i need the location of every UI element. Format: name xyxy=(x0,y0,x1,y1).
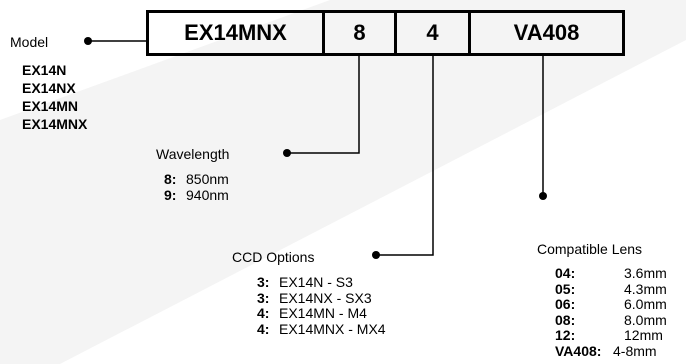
code-box-wavelength: 8 xyxy=(322,10,397,56)
lens-option: 04: 3.6mm xyxy=(555,265,667,282)
option-code: 4: xyxy=(257,320,270,337)
option-value: 4-8mm xyxy=(613,342,657,359)
option-value: EX14MN - M4 xyxy=(279,305,367,321)
option-code: 08: xyxy=(555,311,576,328)
wavelength-option: 8: 850nm xyxy=(164,171,229,188)
model-dot xyxy=(84,37,92,45)
option-value: 12mm xyxy=(624,327,663,343)
wavelength-dot xyxy=(283,149,291,157)
ccd-label: CCD Options xyxy=(232,249,315,265)
ccd-option: 4: EX14MN - M4 xyxy=(257,305,386,322)
ccd-connector xyxy=(376,56,434,256)
option-code: 05: xyxy=(555,280,576,297)
option-code: 4: xyxy=(257,305,270,321)
wavelength-option: 9: 940nm xyxy=(164,186,229,204)
ccd-option: 4: EX14MNX - MX4 xyxy=(257,320,386,338)
wavelength-connector xyxy=(287,56,360,154)
option-code: 8: xyxy=(164,171,177,187)
option-value: 940nm xyxy=(186,186,229,203)
wavelength-label: Wavelength xyxy=(156,146,230,162)
option-code: 04: xyxy=(555,265,576,281)
code-box-lens: VA408 xyxy=(468,10,625,56)
option-code: 3: xyxy=(257,289,270,306)
model-item: EX14N xyxy=(22,62,67,78)
ccd-options: 3: EX14N - S3 3: EX14NX - SX3 4: EX14MN … xyxy=(257,274,386,338)
code-box-ccd: 4 xyxy=(394,10,471,56)
option-value: EX14NX - SX3 xyxy=(279,289,372,306)
model-list: EX14N EX14NX EX14MN EX14MNX xyxy=(22,61,87,133)
lens-dot xyxy=(539,192,547,200)
lens-options: 04: 3.6mm 05: 4.3mm 06: 6.0mm 08: 8.0mm … xyxy=(555,265,667,360)
option-code: 3: xyxy=(257,274,270,290)
option-code: 9: xyxy=(164,186,177,203)
wavelength-options: 8: 850nm 9: 940nm xyxy=(164,171,229,204)
option-value: 3.6mm xyxy=(624,265,667,281)
option-code: 06: xyxy=(555,296,576,312)
model-item: EX14MN xyxy=(22,98,79,114)
model-item: EX14NX xyxy=(22,80,76,96)
option-value: EX14N - S3 xyxy=(279,274,353,290)
lens-option: 08: 8.0mm xyxy=(555,311,667,329)
lens-option: VA408: 4-8mm xyxy=(555,342,667,360)
ccd-option: 3: EX14NX - SX3 xyxy=(257,289,386,307)
option-value: 4.3mm xyxy=(624,280,667,297)
model-item: EX14MNX xyxy=(22,116,88,132)
lens-option: 06: 6.0mm xyxy=(555,296,667,313)
option-value: 6.0mm xyxy=(624,296,667,312)
option-value: 850nm xyxy=(186,171,229,187)
model-label: Model xyxy=(10,34,49,50)
lens-option: 05: 4.3mm xyxy=(555,280,667,298)
lens-option: 12: 12mm xyxy=(555,327,667,344)
option-code: VA408: xyxy=(555,342,602,359)
ccd-option: 3: EX14N - S3 xyxy=(257,274,386,291)
option-value: 8.0mm xyxy=(624,311,667,328)
ccd-dot xyxy=(372,251,380,259)
code-box-model: EX14MNX xyxy=(146,10,325,56)
option-code: 12: xyxy=(555,327,576,343)
lens-label: Compatible Lens xyxy=(537,241,643,257)
option-value: EX14MNX - MX4 xyxy=(279,320,386,337)
